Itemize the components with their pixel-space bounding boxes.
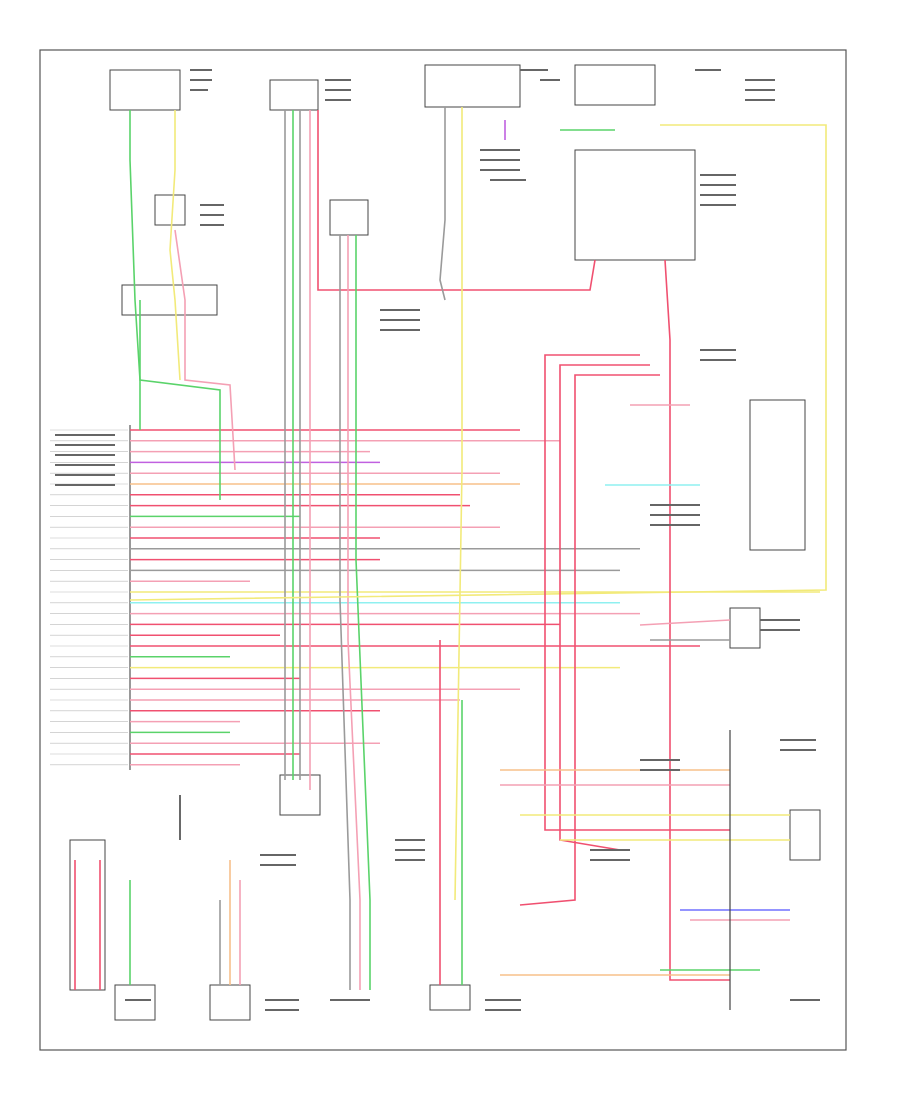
brake-signal-wire-2 — [139, 300, 221, 500]
fuse-feed-wire — [439, 107, 446, 301]
brake-signal-wire — [174, 229, 236, 471]
wires — [74, 107, 827, 1010]
fuse-feed-wire-2 — [454, 107, 463, 901]
oss-sensor-box — [429, 984, 471, 1011]
power-out-wire-2 — [544, 354, 730, 831]
tr-sensor-wire-1 — [339, 235, 351, 990]
relay-yellow-wire — [129, 124, 827, 601]
pcm-harness-connector — [121, 284, 218, 316]
ignition-switch-box — [109, 69, 181, 111]
tcc-solenoid-box — [114, 984, 156, 1021]
tr-sensor-wire-3 — [355, 235, 371, 990]
fuse-panel-box — [424, 64, 521, 108]
tr-sensor-wire-2 — [347, 235, 361, 990]
label-marks — [55, 69, 820, 1011]
dlc-wire — [639, 619, 731, 626]
power-out-wire — [664, 259, 730, 981]
tp-sensor-box — [209, 984, 251, 1021]
relay-box — [574, 64, 656, 106]
power-relay-box — [574, 149, 696, 261]
brake-switch-box — [154, 194, 186, 226]
tss-sensor-box — [279, 774, 321, 816]
pcm-pin-band — [50, 425, 131, 770]
ignition-feed-wire-2 — [169, 110, 181, 381]
ignition-feed-wire — [129, 110, 141, 430]
trans-solenoid-body — [749, 399, 806, 551]
component-boxes — [69, 64, 821, 1021]
sensor-connector-box — [269, 79, 319, 111]
tr-sensor-box — [329, 199, 369, 236]
dlc-box — [729, 607, 761, 649]
sensor-trunk-5 — [317, 110, 596, 291]
ect-sensor-box — [69, 839, 106, 991]
power-out-wire-3 — [559, 364, 650, 851]
diagram-frame — [39, 49, 847, 1051]
shift-solenoid-box — [789, 809, 821, 861]
power-out-wire-4 — [519, 374, 660, 906]
